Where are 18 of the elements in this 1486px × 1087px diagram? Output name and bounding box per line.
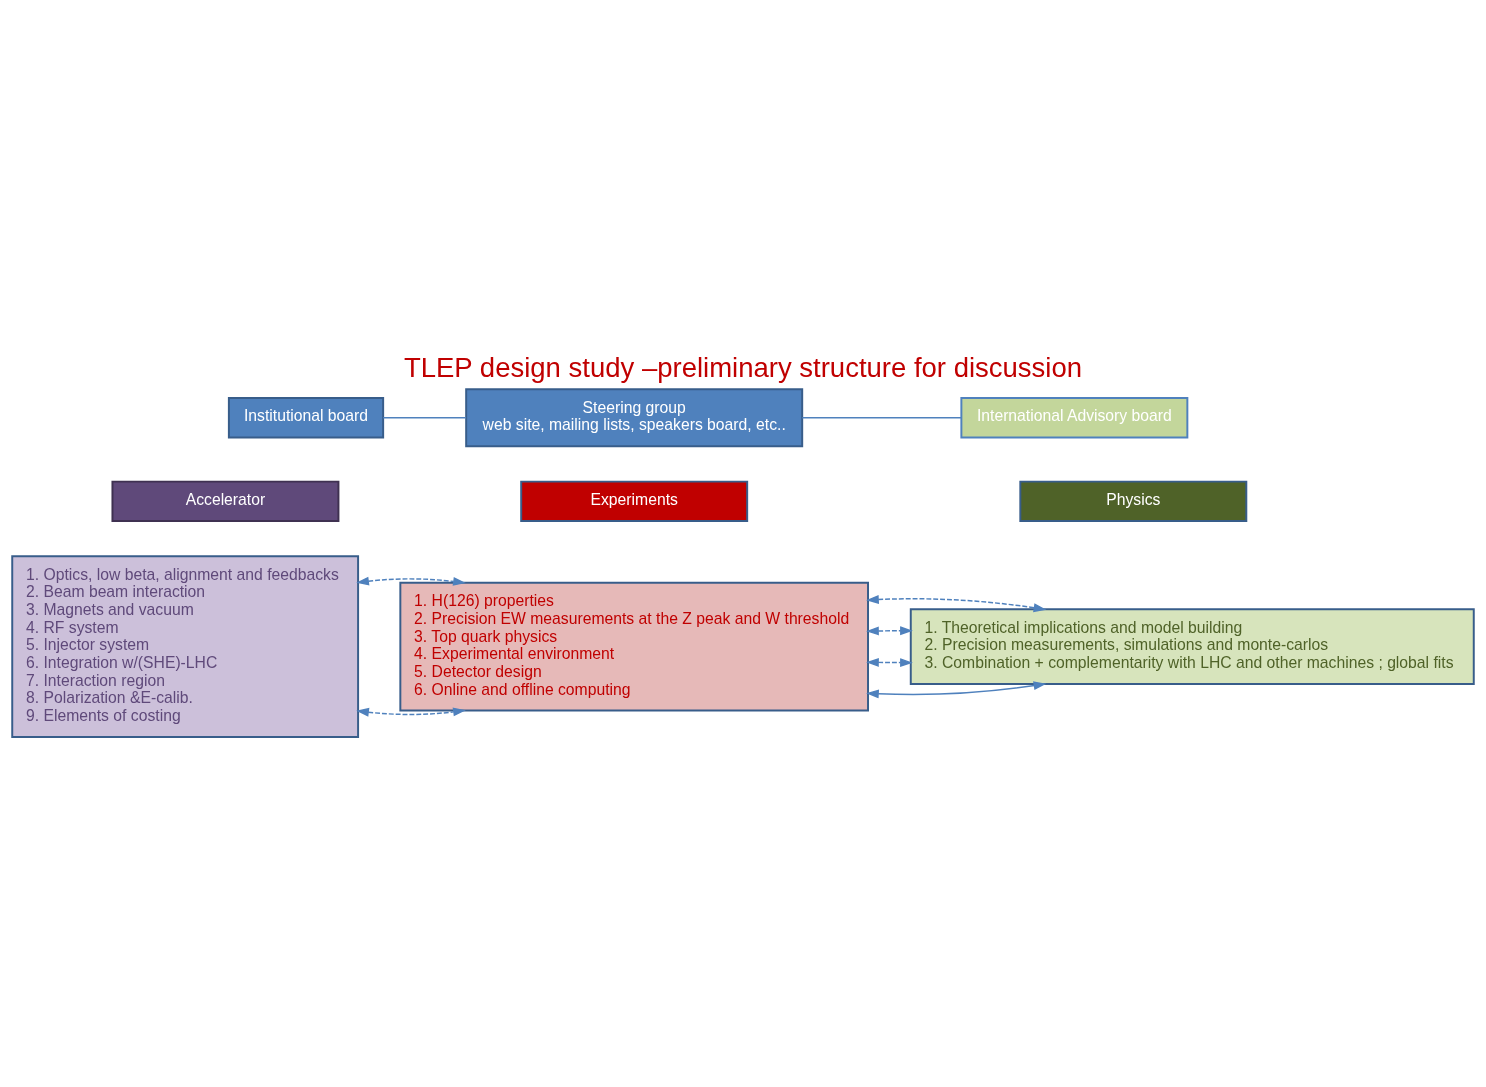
node-box: Accelerator <box>111 480 340 522</box>
arrow <box>866 680 1047 698</box>
diagram-title: TLEP design study –preliminary structure for discussion <box>403 351 1083 383</box>
node-box: 1. Theoretical implications and model building 2. Precision measurements, simulations and monte-carlos 3. Combination + complementarity with LHC and other machines ; global fits <box>909 607 1475 685</box>
node-box: 1. Optics, low beta, alignment and feedbacks 2. Beam beam interaction 3. Magnets and vacuum 4. RF system 5. Injector system 6. Integration w/(SHE)-LHC 7. Interaction region 8. Polarization &E-calib. 9. Elements of costing <box>11 554 360 738</box>
arrow <box>866 625 913 635</box>
node-box: Steering group web site, mailing lists, speakers board, etc.. <box>465 387 804 447</box>
node-box: 1. H(126) properties 2. Precision EW measurements at the Z peak and W threshold 3. Top quark physics 4. Experimental environment 5. Detector design 6. Online and offline computing <box>399 581 869 712</box>
arrow <box>356 707 466 717</box>
connector <box>382 416 467 418</box>
node-box: Experiments <box>520 480 749 522</box>
connector <box>801 416 962 418</box>
arrow <box>866 594 1047 612</box>
node-box: International Advisory board <box>960 396 1189 438</box>
arrow <box>356 576 466 586</box>
node-box: Institutional board <box>227 396 385 438</box>
node-box: Physics <box>1019 480 1248 522</box>
arrow <box>866 657 913 667</box>
